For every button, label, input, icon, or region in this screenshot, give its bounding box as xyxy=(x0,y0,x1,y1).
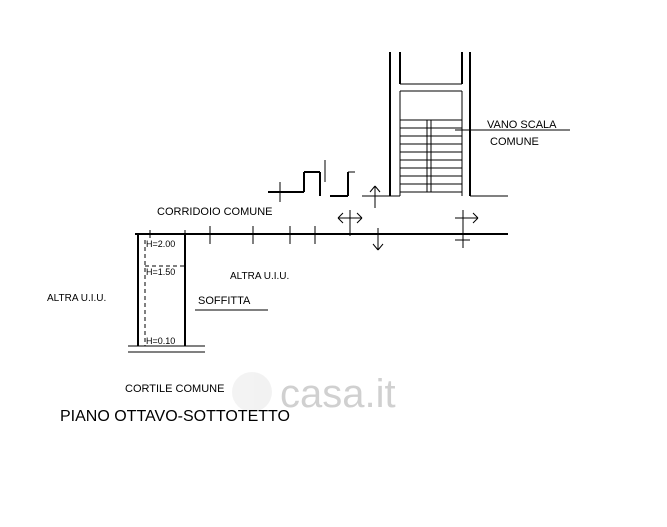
cortile-comune-label: CORTILE COMUNE xyxy=(125,383,224,395)
attic-walls xyxy=(128,234,268,353)
watermark-house-icon xyxy=(232,372,272,412)
altra-uiu-right-label: ALTRA U.I.U. xyxy=(230,271,289,282)
height-200-label: H=2.00 xyxy=(146,239,175,249)
height-010-label: H=0.10 xyxy=(146,336,175,346)
height-150-label: H=1.50 xyxy=(146,267,175,277)
comune-label: COMUNE xyxy=(490,136,539,148)
notch-walls xyxy=(268,160,390,236)
watermark-text: casa.it xyxy=(280,372,396,416)
watermark: casa.it xyxy=(232,372,396,416)
altra-uiu-left-label: ALTRA U.I.U. xyxy=(47,293,106,304)
soffitta-label: SOFFITTA xyxy=(198,295,251,307)
stair-steps xyxy=(400,119,570,193)
door-arrows xyxy=(337,185,479,251)
plan-title: PIANO OTTAVO-SOTTOTETTO xyxy=(60,408,290,425)
corridoio-comune-label: CORRIDOIO COMUNE xyxy=(157,206,273,218)
vano-scala-label: VANO SCALA xyxy=(487,119,557,131)
